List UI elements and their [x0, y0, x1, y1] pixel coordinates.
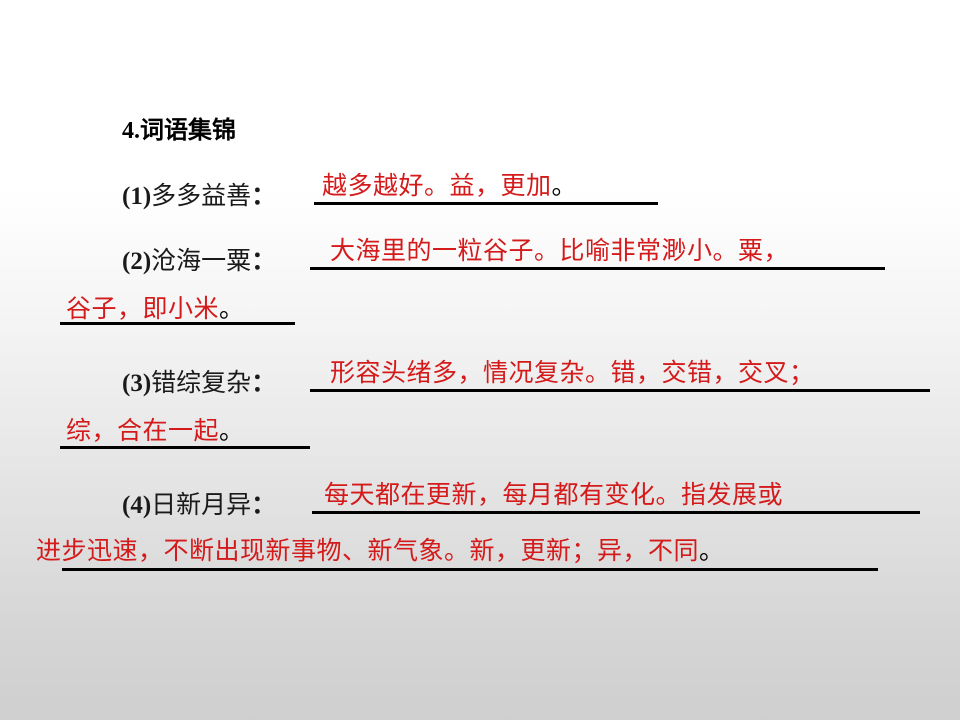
entry-1-colon: ：: [251, 183, 276, 210]
entry-4-answer-rule-2: [62, 568, 878, 571]
entry-4-answer-line-2: 进步迅速，不断出现新事物、新气象。新，更新；异，不同。: [36, 531, 725, 567]
entry-2-word: 沧海一粟: [151, 248, 252, 275]
entry-4-index: (4): [122, 492, 152, 519]
entry-2-answer-rule-2: [60, 322, 295, 325]
entry-1-word: 多多益善: [151, 183, 252, 210]
entry-1-answer-text-1: 越多越好。益，更加: [322, 173, 552, 200]
entry-2-colon: ：: [251, 248, 276, 275]
entry-1-index: (1): [122, 183, 152, 210]
entry-3-index: (3): [122, 370, 152, 397]
entry-1-answer-endmark-1: 。: [551, 173, 578, 200]
entry-1-answer-rule-1: [314, 202, 658, 205]
entry-4-term: (4)日新月异：: [122, 485, 276, 521]
entry-2-answer-text-1: 大海里的一粒谷子。比喻非常渺小。粟，: [330, 238, 790, 265]
entry-2-term: (2)沧海一粟：: [122, 241, 276, 277]
entry-3-colon: ：: [251, 370, 276, 397]
entry-2-answer-line-2: 谷子，即小米。: [66, 289, 245, 325]
entry-4-word: 日新月异: [151, 492, 252, 519]
entry-3-answer-line-1: 形容头绪多，情况复杂。错，交错，交叉；: [330, 353, 815, 389]
entry-4-answer-rule-1: [312, 511, 920, 514]
entry-4-answer-line-1: 每天都在更新，每月都有变化。指发展或: [324, 475, 783, 511]
entry-3-term: (3)错综复杂：: [122, 363, 276, 399]
entry-1-term: (1)多多益善：: [122, 176, 276, 212]
entry-2-answer-rule-1: [310, 267, 885, 270]
entry-3-answer-endmark-2: 。: [219, 418, 245, 445]
entry-3-answer-text-2: 综，合在一起: [66, 418, 220, 445]
entry-3-answer-rule-2: [60, 446, 310, 449]
entry-4-colon: ：: [251, 492, 276, 519]
entry-3-answer-rule-1: [310, 389, 930, 392]
entry-2-answer-line-1: 大海里的一粒谷子。比喻非常渺小。粟，: [330, 231, 789, 267]
page-title-number: 4.: [122, 118, 140, 144]
entry-2-answer-endmark-2: 。: [219, 296, 245, 323]
entry-2-answer-text-2: 谷子，即小米: [66, 296, 220, 323]
entry-2-index: (2): [122, 248, 152, 275]
page-title: 4.词语集锦: [122, 110, 236, 145]
entry-4-answer-endmark-2: 。: [699, 538, 725, 565]
entry-1-answer-line-1: 越多越好。益，更加。: [322, 166, 577, 202]
entry-3-answer-line-2: 综，合在一起。: [66, 411, 245, 447]
entry-4-answer-text-1: 每天都在更新，每月都有变化。指发展或: [324, 482, 784, 509]
entry-4-answer-text-2: 进步迅速，不断出现新事物、新气象。新，更新；异，不同: [36, 538, 700, 565]
entry-3-answer-text-1: 形容头绪多，情况复杂。错，交错，交叉；: [330, 360, 815, 387]
entry-3-word: 错综复杂: [151, 370, 252, 397]
page-title-label: 词语集锦: [140, 117, 236, 144]
